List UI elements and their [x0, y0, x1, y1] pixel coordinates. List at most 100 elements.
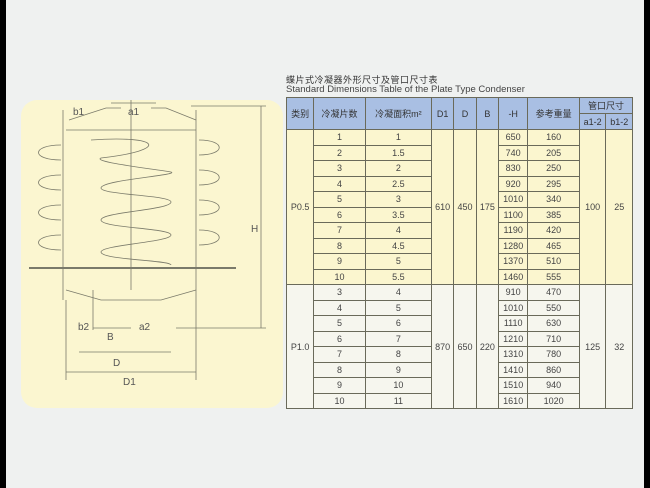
cell-weight: 550 [527, 299, 580, 316]
header-d1: D1 [430, 97, 455, 130]
cell-h: 650 [498, 129, 529, 146]
cell-area: 6 [364, 315, 433, 332]
cell-weight: 860 [527, 361, 580, 378]
label-a1: a1 [128, 107, 140, 118]
cell-plates: 8 [313, 237, 366, 254]
cell-plates: 10 [313, 268, 366, 285]
cell-a12: 125 [578, 284, 607, 409]
cell-plates: 8 [313, 361, 366, 378]
cell-h: 1110 [498, 315, 529, 332]
cell-plates: 1 [313, 129, 366, 146]
cell-type: P0.5 [285, 129, 315, 285]
cell-area: 5.5 [364, 268, 433, 285]
cell-b: 175 [475, 129, 500, 285]
header-plates: 冷凝片数 [313, 97, 366, 130]
cell-weight: 630 [527, 315, 580, 332]
cell-weight: 555 [527, 268, 580, 285]
cell-h: 1100 [498, 206, 529, 223]
cell-h: 1410 [498, 361, 529, 378]
cell-area: 5 [364, 253, 433, 270]
cell-weight: 385 [527, 206, 580, 223]
header-weight: 参考重量 [527, 97, 580, 130]
condenser-diagram [29, 100, 266, 380]
cell-weight: 205 [527, 144, 580, 161]
cell-area: 7 [364, 330, 433, 347]
label-b2: b2 [78, 322, 90, 333]
cell-weight: 465 [527, 237, 580, 254]
cell-area: 1.5 [364, 144, 433, 161]
cell-area: 5 [364, 299, 433, 316]
cell-plates: 5 [313, 315, 366, 332]
cell-b12: 25 [605, 129, 633, 285]
cell-b12: 32 [605, 284, 633, 409]
catalog-page: b1 a1 H b2 a2 B D D1 蝶片式冷凝器外形尺寸及管口尺寸表 St… [6, 0, 644, 488]
header-type: 类别 [285, 97, 315, 130]
cell-weight: 250 [527, 160, 580, 177]
cell-area: 3 [364, 191, 433, 208]
cell-plates: 3 [313, 284, 366, 301]
cell-h: 1190 [498, 222, 529, 239]
cell-type: P1.0 [285, 284, 315, 409]
header-b12: b1-2 [605, 113, 633, 130]
cell-h: 740 [498, 144, 529, 161]
cell-plates: 7 [313, 222, 366, 239]
cell-h: 1310 [498, 346, 529, 363]
table-title-chinese: 蝶片式冷凝器外形尺寸及管口尺寸表 [286, 75, 439, 85]
label-b: B [107, 332, 114, 343]
cell-area: 4 [364, 222, 433, 239]
cell-d: 650 [453, 284, 477, 409]
cell-h: 1370 [498, 253, 529, 270]
cell-plates: 7 [313, 346, 366, 363]
cell-h: 1010 [498, 299, 529, 316]
header-nozzle: 管口尺寸 [578, 97, 634, 114]
cell-plates: 5 [313, 191, 366, 208]
cell-h: 1460 [498, 268, 529, 285]
cell-area: 1 [364, 129, 433, 146]
cell-h: 830 [498, 160, 529, 177]
table-title-english: Standard Dimensions Table of the Plate T… [286, 84, 525, 95]
cell-area: 2.5 [364, 175, 433, 192]
cell-weight: 420 [527, 222, 580, 239]
cell-weight: 340 [527, 191, 580, 208]
cell-h: 1510 [498, 377, 529, 394]
label-h: H [251, 224, 259, 235]
cell-h: 910 [498, 284, 529, 301]
cell-plates: 2 [313, 144, 366, 161]
label-a2: a2 [139, 322, 151, 333]
header-a12: a1-2 [578, 113, 607, 130]
cell-plates: 4 [313, 299, 366, 316]
header-h: -H [498, 97, 529, 130]
cell-b: 220 [475, 284, 500, 409]
cell-weight: 510 [527, 253, 580, 270]
cell-area: 2 [364, 160, 433, 177]
cell-h: 1210 [498, 330, 529, 347]
cell-area: 3.5 [364, 206, 433, 223]
cell-plates: 10 [313, 392, 366, 409]
cell-h: 1010 [498, 191, 529, 208]
cell-plates: 3 [313, 160, 366, 177]
cell-d: 450 [453, 129, 477, 285]
cell-plates: 4 [313, 175, 366, 192]
condenser-drawing: b1 a1 H b2 a2 B D D1 [21, 100, 283, 408]
cell-weight: 470 [527, 284, 580, 301]
cell-plates: 6 [313, 330, 366, 347]
cell-area: 4 [364, 284, 433, 301]
cell-d1: 870 [430, 284, 455, 409]
cell-weight: 295 [527, 175, 580, 192]
header-area: 冷凝面积m² [364, 97, 433, 130]
cell-area: 8 [364, 346, 433, 363]
